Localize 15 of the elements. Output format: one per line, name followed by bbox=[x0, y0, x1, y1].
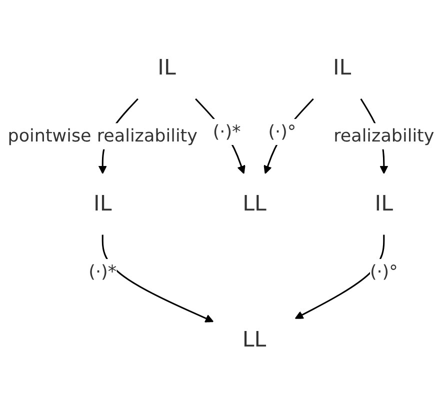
node-text: IL bbox=[94, 192, 112, 217]
edge-label: (·)* bbox=[212, 122, 241, 142]
node-text: LL bbox=[242, 328, 266, 352]
arrow bbox=[195, 98, 246, 174]
edge-label: pointwise realizability bbox=[8, 126, 198, 147]
edge-label: (·)* bbox=[88, 262, 117, 283]
edge-label: (·)° bbox=[370, 262, 398, 283]
edge-label: (·)° bbox=[268, 122, 296, 142]
node-text: IL bbox=[158, 56, 176, 81]
node-text: LL bbox=[242, 192, 266, 217]
arrow bbox=[264, 98, 314, 174]
node-text: IL bbox=[332, 56, 352, 81]
edge-label: realizability bbox=[334, 126, 434, 147]
node-text: IL bbox=[374, 192, 394, 217]
arrow bbox=[102, 235, 214, 323]
